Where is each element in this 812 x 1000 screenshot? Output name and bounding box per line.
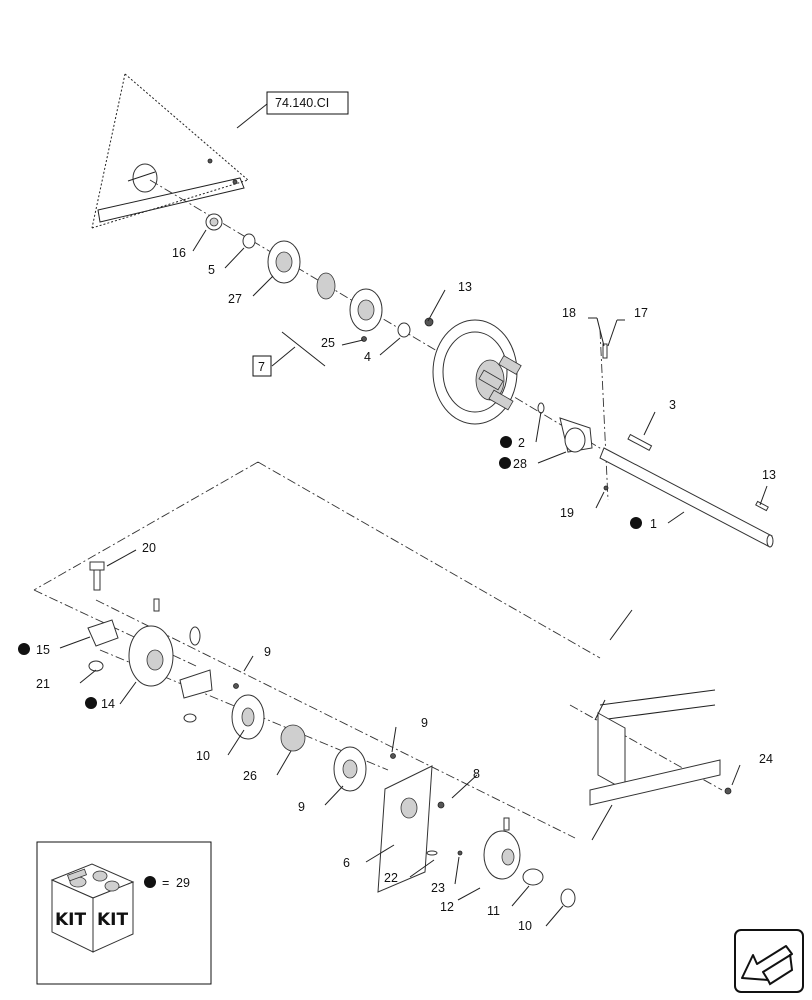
callout-12[interactable]: 12 [440,900,454,914]
callout-9-right[interactable]: 9 [421,716,428,730]
callout-16[interactable]: 16 [172,246,186,260]
callout-5[interactable]: 5 [208,263,215,277]
callout-25[interactable]: 25 [321,336,335,350]
callout-21[interactable]: 21 [36,677,50,691]
kit-legend: KIT KIT = 29 [36,841,212,985]
callout-26[interactable]: 26 [243,769,257,783]
callout-8[interactable]: 8 [473,767,480,781]
upper-shaft-assembly [205,213,774,548]
callout-9-bottom[interactable]: 9 [298,800,305,814]
callout-10-left[interactable]: 10 [196,749,210,763]
kit-label-left: KIT [55,910,86,930]
callout-13-upper[interactable]: 13 [458,280,472,294]
callout-20[interactable]: 20 [142,541,156,555]
return-arrow-icon[interactable] [734,929,804,993]
callout-28[interactable]: 28 [513,457,527,471]
callout-18[interactable]: 18 [562,306,576,320]
frame-plate-right [589,609,721,841]
frame-plate-top [91,73,249,229]
callout-6[interactable]: 6 [343,856,350,870]
callout-11[interactable]: 11 [487,904,500,918]
callout-3[interactable]: 3 [669,398,676,412]
lower-sprocket-assembly [87,561,732,908]
callout-22[interactable]: 22 [384,871,398,885]
section-reference[interactable]: 74.140.CI [275,96,329,110]
callout-2[interactable]: 2 [518,436,525,450]
callout-24[interactable]: 24 [759,752,773,766]
group-reference[interactable]: 7 [258,360,265,374]
callout-19[interactable]: 19 [560,506,574,520]
callout-15[interactable]: 15 [36,643,50,657]
callout-14[interactable]: 14 [101,697,115,711]
callout-13-right[interactable]: 13 [762,468,776,482]
kit-equals: = [162,876,169,890]
callout-27[interactable]: 27 [228,292,242,306]
callout-10-bottom[interactable]: 10 [518,919,532,933]
callout-23[interactable]: 23 [431,881,445,895]
kit-markers [18,436,642,709]
callout-9-top[interactable]: 9 [264,645,271,659]
kit-label-right: KIT [97,910,128,930]
callout-17[interactable]: 17 [634,306,648,320]
kit-part-number: 29 [176,876,190,890]
callout-4[interactable]: 4 [364,350,371,364]
callout-1[interactable]: 1 [650,517,657,531]
